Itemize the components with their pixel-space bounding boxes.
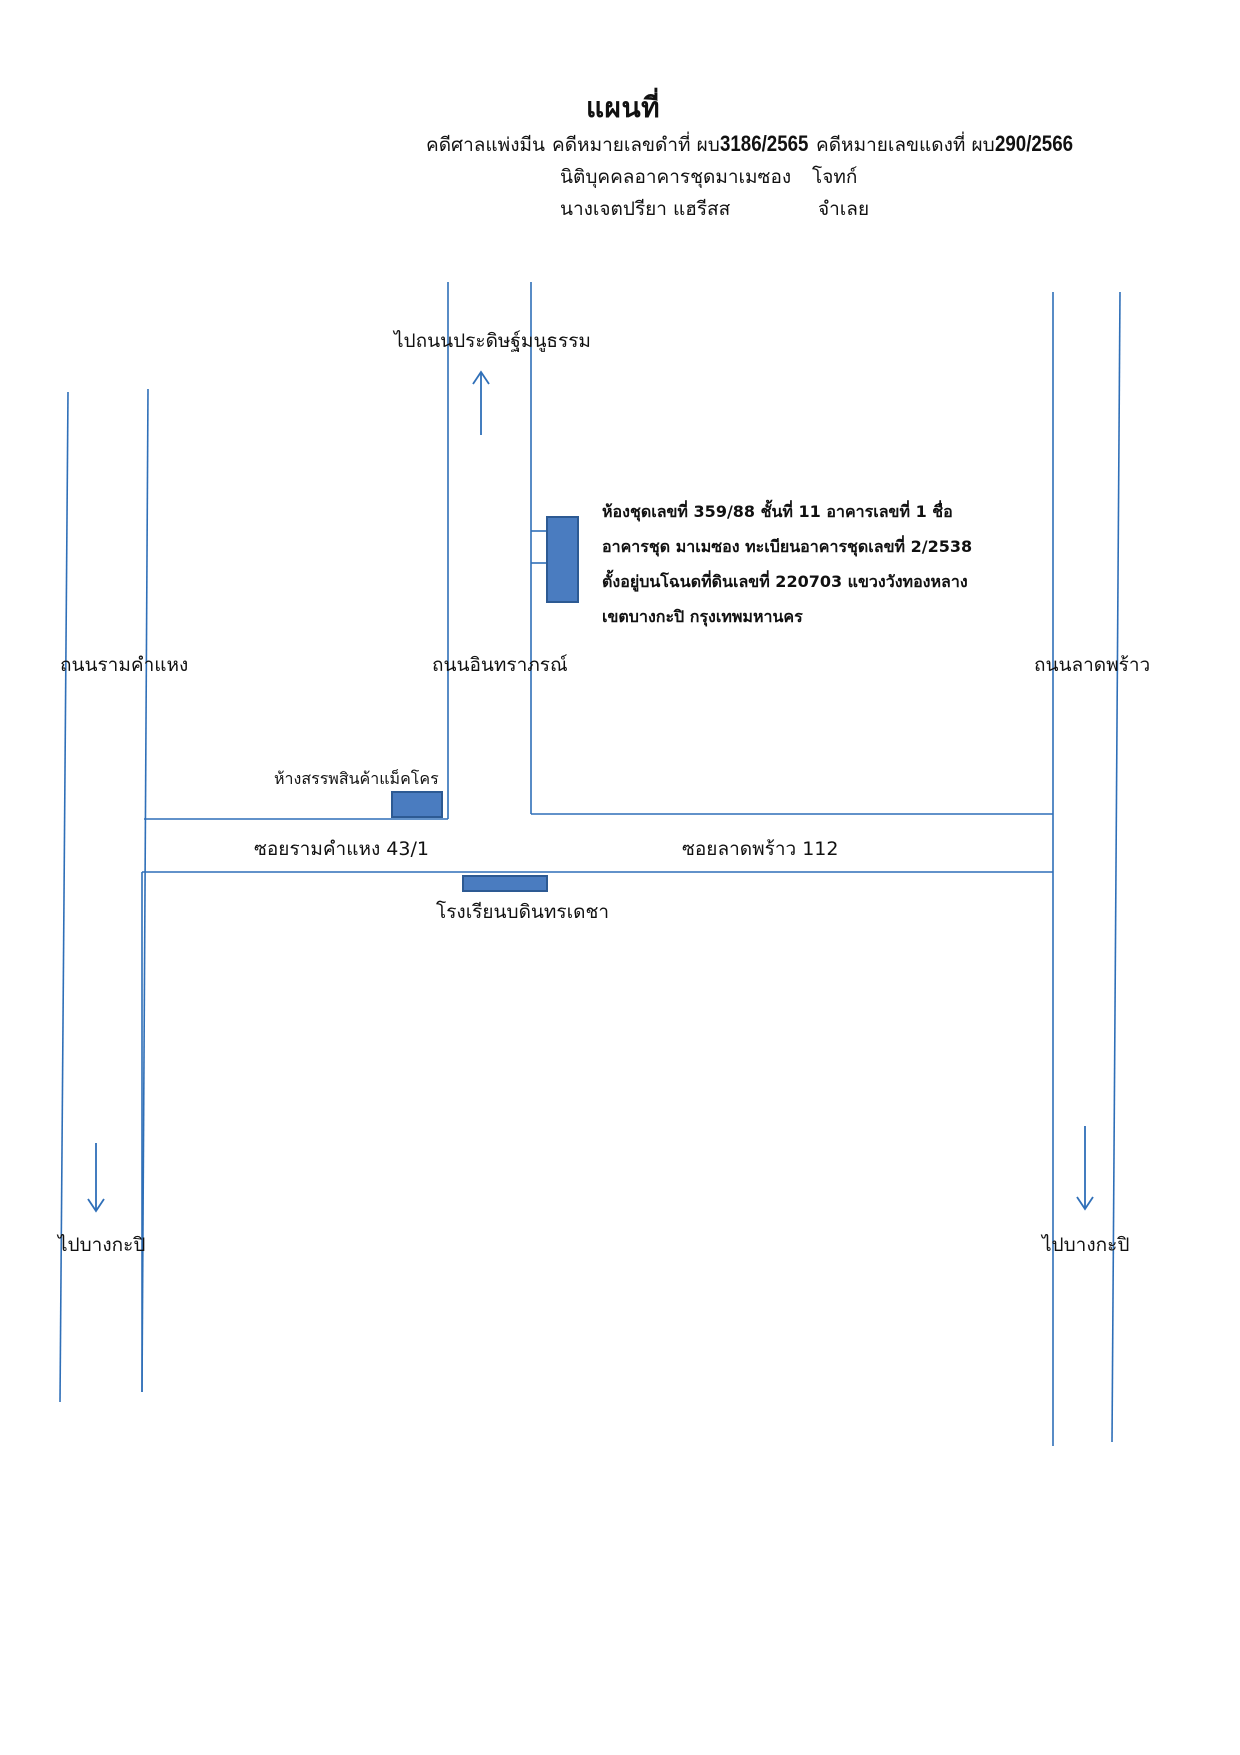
ladprao-road-right-edge [1111,291,1121,1443]
black-case-number: 3186/2565 [719,131,809,156]
court-name: คดีศาลแพ่งมีน [426,134,545,156]
makro-building [391,791,443,818]
defendant-role: จำเลย [818,198,870,220]
plaintiff-role: โจทก์ [812,166,858,188]
property-description-line: เขตบางกะปิ กรุงเทพมหานคร [602,607,803,626]
to-prachasongkhro-label: ไปถนนประดิษฐ์มนูธรรม [394,330,591,352]
makro-label: ห้างสรรพสินค้าแม็คโคร [274,769,439,788]
property-description-line: ห้องชุดเลขที่ 359/88 ชั้นที่ 11 อาคารเลข… [602,502,953,521]
inthraphorn-road-label: ถนนอินทราภรณ์ [432,654,568,676]
plaintiff-name: นิติบุคคลอาคารชุดมาเมซอง [560,166,792,188]
page-title: แผนที่ [586,91,661,124]
arrow-up-icon [472,370,490,435]
red-case-number: 290/2566 [994,131,1073,156]
to-bangkapi-right-label: ไปบางกะปิ [1042,1234,1130,1256]
soi-ladprao-label: ซอยลาดพร้าว 112 [682,838,839,860]
property-description-line: อาคารชุด มาเมซอง ทะเบียนอาคารชุดเลขที่ 2… [602,537,973,556]
soi-ramkhamhaeng-label: ซอยรามคำแหง 43/1 [254,838,429,860]
arrow-down-icon [87,1143,105,1213]
defendant-name: นางเจตปรียา แฮรีสส [560,198,731,220]
ramkhamhaeng-road-label: ถนนรามคำแหง [60,654,189,676]
black-case-prefix: คดีหมายเลขดำที่ ผบ [552,134,720,156]
road-lines [59,282,1121,1446]
school-building [462,875,548,892]
school-label: โรงเรียนบดินทรเดชา [436,901,610,923]
black-case-line: คดีหมายเลขดำที่ ผบ3186/2565 [552,130,824,160]
red-case-prefix: คดีหมายเลขแดงที่ ผบ [816,134,995,156]
ladprao-road-label: ถนนลาดพร้าว [1034,654,1151,676]
property-description: ห้องชุดเลขที่ 359/88 ชั้นที่ 11 อาคารเลข… [602,494,972,634]
ramkhamhaeng-road-left-edge [59,391,69,1403]
property-description-line: ตั้งอยู่บนโฉนดที่ดินเลขที่ 220703 แขวงวั… [602,572,968,591]
ramkhamhaeng-road-right-edge [141,388,149,1393]
red-case-line: คดีหมายเลขแดงที่ ผบ290/2566 [816,130,1086,160]
property-building [546,516,579,603]
to-bangkapi-left-label: ไปบางกะปิ [58,1234,146,1256]
arrow-down-icon [1076,1126,1094,1211]
